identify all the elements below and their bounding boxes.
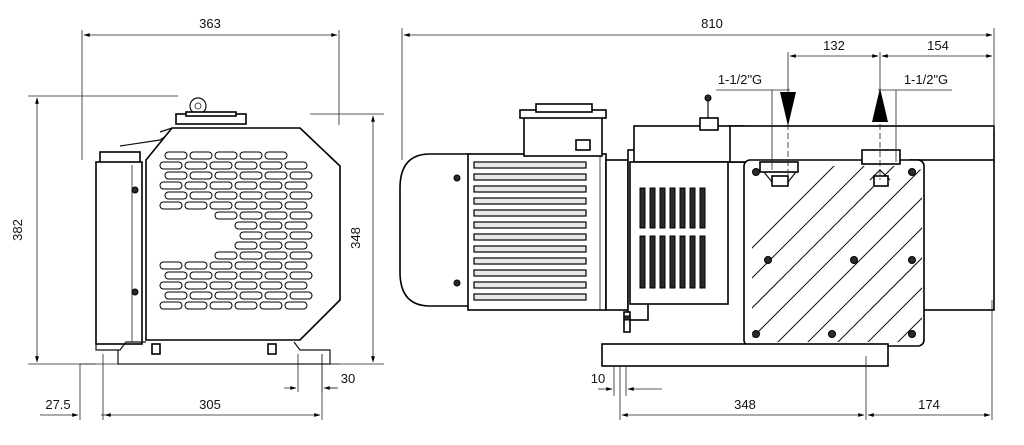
dim-port-spacing: 132 bbox=[823, 38, 845, 53]
label-outlet-port: 1-1/2"G bbox=[904, 72, 948, 87]
side-dimensions: 810 132 154 1-1/2"G 1-1/2"G 348 174 10 bbox=[401, 16, 995, 420]
front-dimensions: 363 382 348 305 27.5 30 bbox=[10, 16, 384, 420]
dim-front-offset: 27.5 bbox=[45, 397, 70, 412]
dim-front-width: 363 bbox=[199, 16, 221, 31]
dim-front-height: 382 bbox=[10, 219, 25, 241]
dim-side-end: 174 bbox=[918, 397, 940, 412]
motor-fins bbox=[473, 161, 587, 301]
front-view bbox=[80, 97, 341, 365]
dim-side-length: 810 bbox=[701, 16, 723, 31]
outlet-arrow-icon bbox=[872, 88, 888, 122]
ballast-knob bbox=[699, 117, 719, 131]
front-foot-left bbox=[95, 341, 146, 351]
side-view bbox=[399, 94, 995, 367]
pump-hatching bbox=[752, 166, 922, 342]
dim-port-offset: 154 bbox=[927, 38, 949, 53]
outlet-port-fitting bbox=[861, 149, 901, 187]
front-base bbox=[117, 341, 331, 365]
flow-arrows bbox=[780, 88, 888, 180]
side-base-plate bbox=[601, 343, 889, 367]
vent-slots bbox=[159, 151, 313, 310]
motor-end-cap bbox=[399, 153, 471, 307]
dim-front-inner-height: 348 bbox=[348, 227, 363, 249]
fan-grille bbox=[639, 187, 706, 289]
dim-front-base: 305 bbox=[199, 397, 221, 412]
inlet-arrow-icon bbox=[780, 92, 796, 126]
inlet-port-fitting bbox=[759, 161, 799, 187]
dim-side-foot: 10 bbox=[591, 371, 605, 386]
fan-grille-housing bbox=[629, 161, 729, 305]
label-inlet-port: 1-1/2"G bbox=[718, 72, 762, 87]
dim-side-base: 348 bbox=[734, 397, 756, 412]
dim-front-foot: 30 bbox=[341, 371, 355, 386]
lifting-eye bbox=[175, 97, 247, 125]
